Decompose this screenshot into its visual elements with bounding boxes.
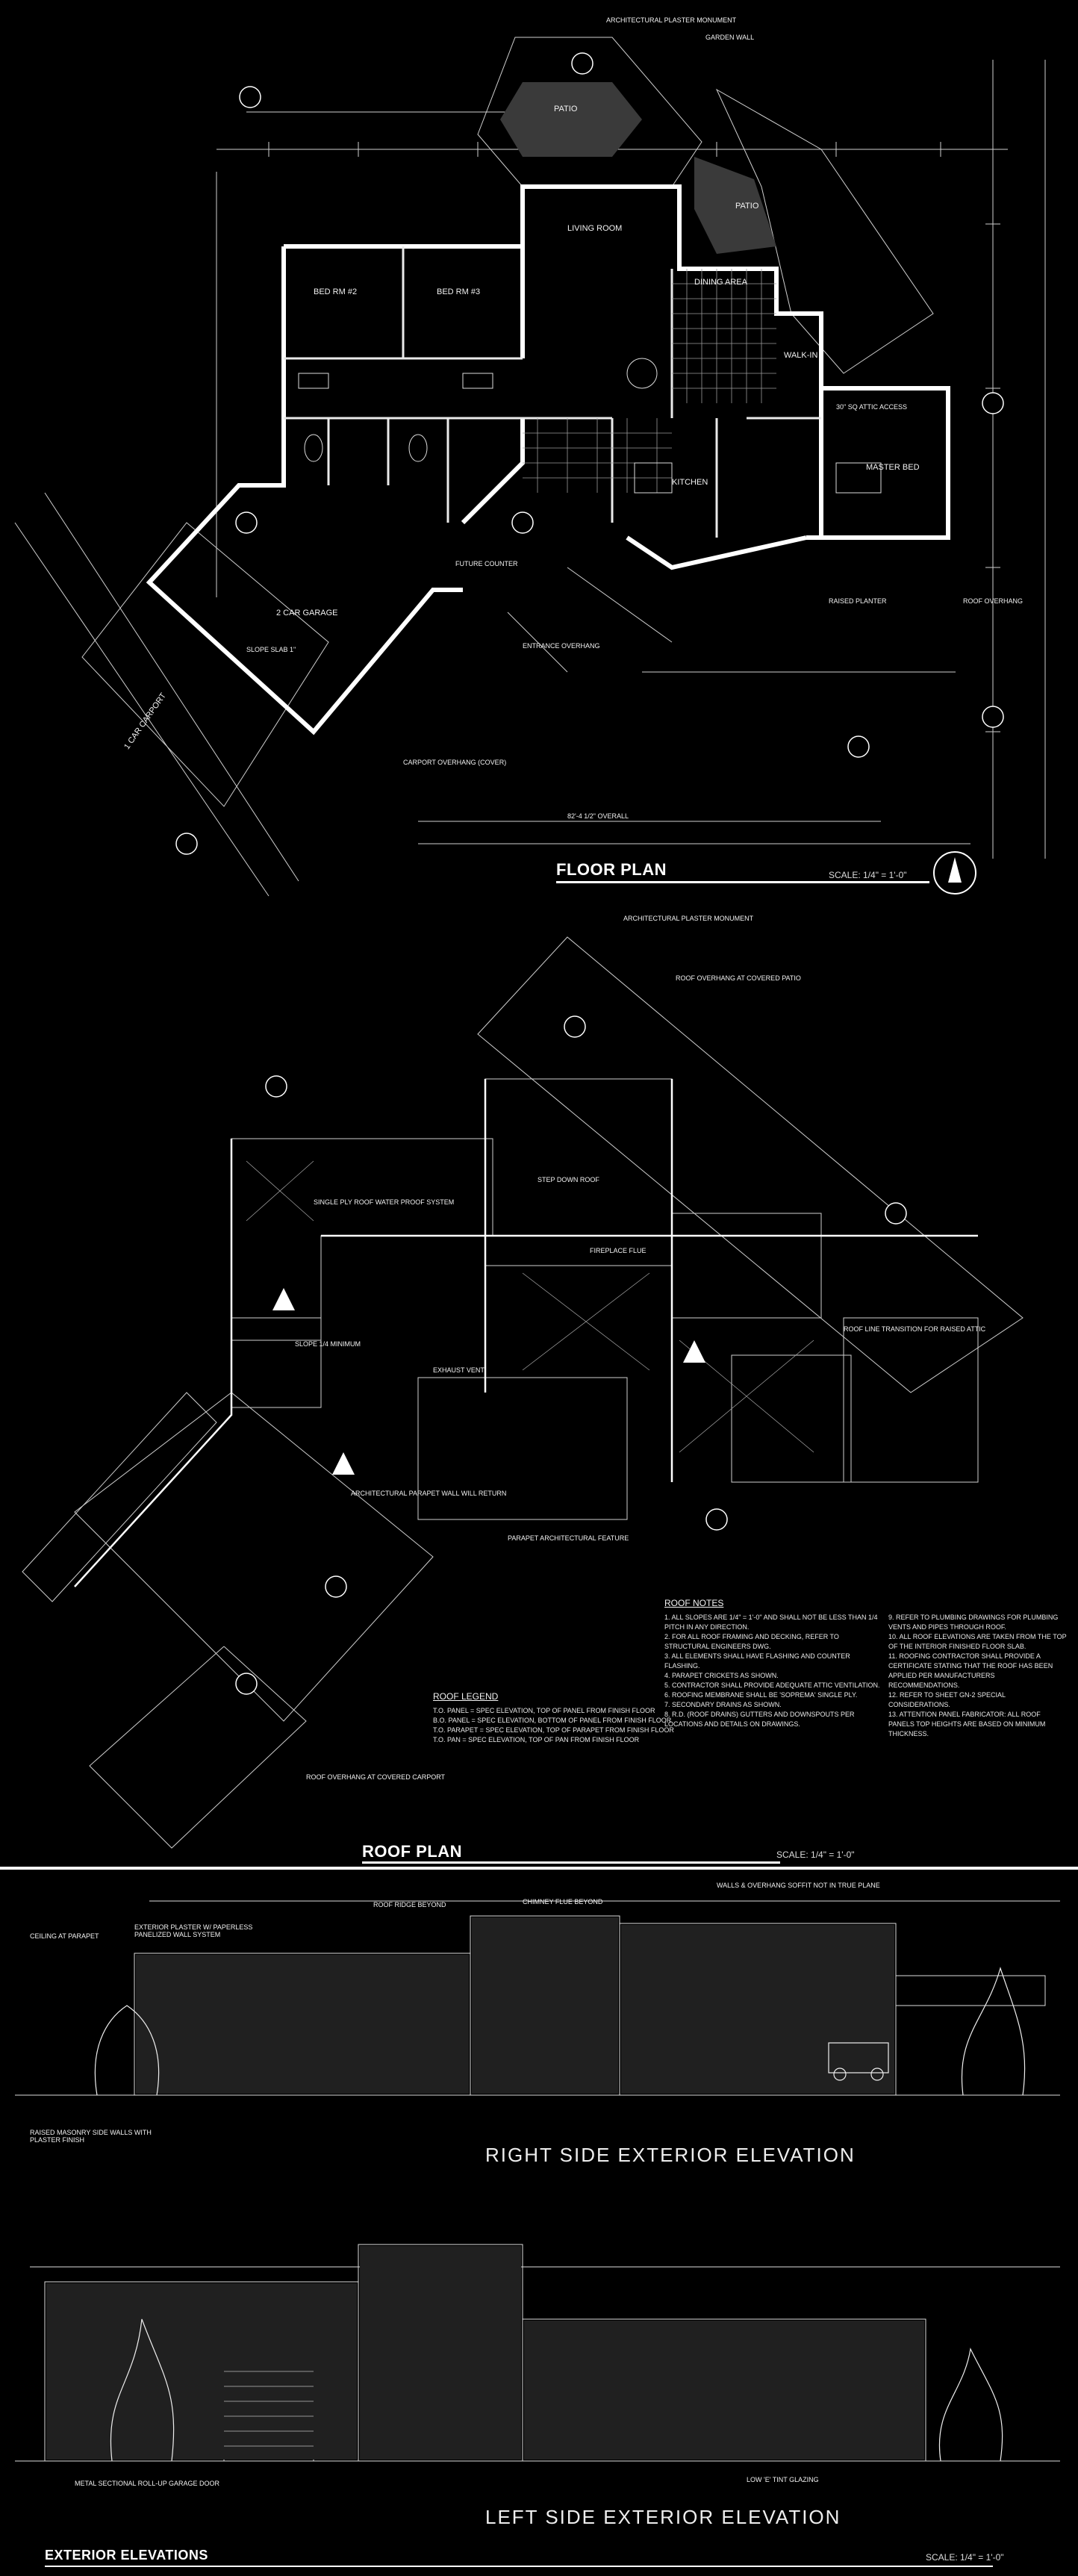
room-dining: DINING AREA (694, 278, 747, 287)
floor-plan-title-underline (556, 881, 929, 883)
roof-notes-left: 1. ALL SLOPES ARE 1/4" = 1'-0" AND SHALL… (664, 1614, 880, 1728)
roof-legend-text: T.O. PANEL = SPEC ELEVATION, TOP OF PANE… (433, 1707, 674, 1743)
roof-callout-slope: SLOPE 1/4 MINIMUM (295, 1340, 361, 1348)
elev-callout-parapet: CEILING AT PARAPET (30, 1932, 99, 1940)
floor-plan-drawing (14, 37, 1046, 897)
room-bed2: BED RM #2 (314, 287, 358, 296)
room-garage: 2 CAR GARAGE (276, 609, 338, 617)
roof-callout-parapet: PARAPET ARCHITECTURAL FEATURE (508, 1534, 629, 1542)
roof-callout-arch-parapet: ARCHITECTURAL PARAPET WALL WILL RETURN (351, 1490, 507, 1497)
callout-carport-overhang: CARPORT OVERHANG (COVER) (403, 759, 507, 766)
room-patio-right: PATIO (735, 202, 759, 211)
roof-plan-scale: SCALE: 1/4" = 1'-0" (776, 1849, 855, 1860)
floor-plan-title: FLOOR PLAN (556, 860, 667, 879)
elev-callout-walls-overhang: WALLS & OVERHANG SOFFIT NOT IN TRUE PLAN… (717, 1882, 880, 1889)
roof-notes-title: ROOF NOTES (664, 1598, 724, 1608)
roof-callout-exhaust: EXHAUST VENT (433, 1366, 485, 1374)
callout-garden-wall: GARDEN WALL (705, 34, 755, 41)
callout-monument: ARCHITECTURAL PLASTER MONUMENT (606, 16, 737, 24)
callout-roof-overhang: ROOF OVERHANG (963, 597, 1024, 605)
roof-plan-sheet: ARCHITECTURAL PLASTER MONUMENT ROOF OVER… (0, 900, 1078, 1867)
north-arrow-icon (933, 851, 976, 895)
right-elevation-title: RIGHT SIDE EXTERIOR ELEVATION (485, 2144, 856, 2166)
elevations-sheet: WALLS & OVERHANG SOFFIT NOT IN TRUE PLAN… (0, 1871, 1078, 2576)
roof-plan-title-underline (362, 1861, 780, 1864)
callout-slope-garage: SLOPE SLAB 1" (246, 646, 296, 653)
elevations-scale: SCALE: 1/4" = 1'-0" (926, 2552, 1004, 2563)
room-walk-in: WALK-IN (784, 351, 818, 360)
elevations-drawing (15, 1900, 1060, 2462)
room-bed3: BED RM #3 (437, 287, 481, 296)
sheet-divider (0, 1867, 1078, 1870)
roof-callout-fireplace: FIREPLACE FLUE (590, 1247, 647, 1254)
roof-legend-title: ROOF LEGEND (433, 1691, 499, 1702)
roof-callout-overhang: ROOF OVERHANG AT COVERED PATIO (676, 974, 801, 982)
left-elevation-title: LEFT SIDE EXTERIOR ELEVATION (485, 2506, 841, 2528)
callout-entrance-overhang: ENTRANCE OVERHANG (523, 642, 600, 650)
roof-callout-single-ply: SINGLE PLY ROOF WATER PROOF SYSTEM (314, 1198, 455, 1206)
room-patio-top: PATIO (554, 105, 578, 113)
floor-plan-scale: SCALE: 1/4" = 1'-0" (829, 870, 907, 880)
elev-callout-exterior-plaster: EXTERIOR PLASTER W/ PAPERLESS PANELIZED … (134, 1923, 253, 1938)
callout-future-counter: FUTURE COUNTER (455, 560, 518, 567)
callout-attic-access: 30" SQ ATTIC ACCESS (836, 403, 908, 411)
roof-callout-monument: ARCHITECTURAL PLASTER MONUMENT (623, 915, 754, 922)
roof-plan-title: ROOF PLAN (362, 1842, 463, 1861)
elevations-title-underline (45, 2566, 993, 2567)
room-master: MASTER BED (866, 463, 920, 472)
room-living: LIVING ROOM (567, 224, 623, 233)
floor-plan-sheet: PATIO LIVING ROOM BED RM #2 BED RM #3 DI… (0, 0, 1078, 900)
elev-callout-metal-door: METAL SECTIONAL ROLL-UP GARAGE DOOR (75, 2480, 220, 2487)
roof-callout-roof-line: ROOF LINE TRANSITION FOR RAISED ATTIC (844, 1325, 986, 1333)
roof-notes-right: 9. REFER TO PLUMBING DRAWINGS FOR PLUMBI… (888, 1614, 1067, 1737)
elev-callout-low-e: LOW 'E' TINT GLAZING (747, 2476, 819, 2483)
elev-callout-raised-masonry: RAISED MASONRY SIDE WALLS WITH PLASTER F… (30, 2129, 152, 2144)
roof-callout-carport-overhang: ROOF OVERHANG AT COVERED CARPORT (306, 1773, 446, 1781)
room-kitchen: KITCHEN (672, 478, 708, 487)
callout-raised-planter: RAISED PLANTER (829, 597, 887, 605)
elev-callout-roof-ridge: ROOF RIDGE BEYOND (373, 1901, 446, 1908)
roof-callout-step-down: STEP DOWN ROOF (538, 1176, 599, 1183)
elevations-title: EXTERIOR ELEVATIONS (45, 2548, 208, 2563)
roof-plan-drawing (22, 936, 1024, 1849)
callout-overall: 82'-4 1/2" OVERALL (567, 812, 629, 820)
elev-callout-chimney: CHIMNEY FLUE BEYOND (523, 1898, 603, 1905)
